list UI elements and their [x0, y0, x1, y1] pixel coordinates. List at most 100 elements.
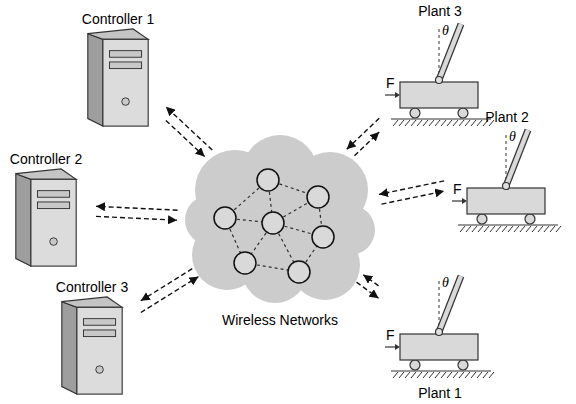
dashed-arrow: [347, 118, 379, 149]
drawing-part: [185, 195, 235, 245]
network-node: [312, 226, 334, 248]
ground-hatch: [417, 120, 422, 126]
dashed-arrow: [357, 282, 379, 298]
cloud-illustration: [185, 135, 375, 305]
node-heading: Plant 1: [418, 384, 462, 402]
ground-hatch: [465, 120, 470, 126]
cart-pole-plant: Plant 1 Fθ: [385, 272, 495, 402]
cart-wheel: [410, 108, 420, 118]
pivot: [436, 77, 443, 84]
ground-hatch: [489, 372, 494, 378]
ground-hatch: [435, 372, 440, 378]
ground-hatch: [538, 226, 543, 232]
ground-hatch: [453, 120, 458, 126]
dashed-arrow: [166, 107, 212, 150]
dashed-arrow: [363, 275, 378, 286]
ground-hatch: [471, 372, 476, 378]
cart-body: [400, 334, 478, 360]
ground-hatch: [453, 372, 458, 378]
ground-hatch: [471, 120, 476, 126]
node-heading: Wireless Networks: [222, 311, 338, 329]
network-node: [288, 261, 310, 283]
angle-label: θ: [442, 22, 449, 40]
pivot: [436, 329, 443, 336]
ground-hatch: [393, 372, 398, 378]
controller-computer: Controller 3: [50, 278, 134, 396]
dashed-arrow: [354, 132, 379, 156]
case-top: [62, 297, 122, 307]
ground-hatch: [490, 226, 495, 232]
power-button: [50, 238, 58, 246]
controller-computer: Controller 2: [4, 150, 88, 268]
dashed-arrow: [96, 206, 178, 210]
force-label: F: [386, 326, 395, 344]
power-button: [96, 366, 104, 374]
ground-hatch: [405, 120, 410, 126]
controller-computer: Controller 1: [76, 10, 160, 128]
ground-line: [458, 224, 558, 225]
ground-hatch: [526, 226, 531, 232]
ground-hatch: [447, 372, 452, 378]
ground-hatch: [466, 226, 471, 232]
node-heading: Plant 3: [418, 2, 462, 20]
cart-pole-illustration: [452, 126, 562, 238]
network-node: [257, 169, 279, 191]
ground-hatch: [405, 372, 410, 378]
case-side: [62, 302, 77, 394]
ground-line: [391, 370, 491, 371]
ground-hatch: [435, 120, 440, 126]
ground-hatch: [544, 226, 549, 232]
ground-hatch: [411, 120, 416, 126]
network-node: [214, 207, 236, 229]
power-button: [122, 98, 130, 106]
cart-pole-plant: Plant 3 Fθ: [385, 2, 495, 132]
force-label: F: [386, 74, 395, 92]
ground-hatch: [417, 372, 422, 378]
angle-label: θ: [509, 128, 516, 146]
network-node: [307, 186, 329, 208]
drive-bay: [38, 191, 70, 198]
ground-hatch: [399, 372, 404, 378]
case-side: [88, 34, 103, 126]
ground-hatch: [514, 226, 519, 232]
case-front: [31, 179, 76, 266]
cart-wheel: [410, 360, 420, 370]
ground-hatch: [496, 226, 501, 232]
dashed-arrow: [379, 181, 444, 194]
ground-hatch: [411, 372, 416, 378]
cart-wheel: [458, 360, 468, 370]
ground-hatch: [460, 226, 465, 232]
ground-hatch: [429, 372, 434, 378]
dashed-arrow: [96, 216, 177, 220]
ground-hatch: [532, 226, 537, 232]
node-heading: Controller 2: [10, 150, 82, 168]
case-side: [16, 174, 31, 266]
cart-pole-illustration: [385, 272, 495, 384]
ground-hatch: [508, 226, 513, 232]
dashed-arrow: [381, 191, 444, 204]
pivot: [503, 183, 510, 190]
ground-hatch: [465, 372, 470, 378]
ground-hatch: [483, 372, 488, 378]
network-cloud: Wireless Networks: [185, 135, 375, 305]
cart-wheel: [525, 214, 535, 224]
dashed-arrow: [166, 120, 205, 156]
cart-body: [467, 188, 545, 214]
ground-hatch: [459, 120, 464, 126]
network-node: [262, 212, 284, 234]
cart-body: [400, 82, 478, 108]
ground-hatch: [478, 226, 483, 232]
node-heading: Plant 2: [485, 108, 529, 126]
computer-illustration: [11, 168, 81, 268]
angle-label: θ: [442, 274, 449, 292]
ground-hatch: [477, 120, 482, 126]
ground-line: [391, 118, 491, 119]
cart-pole-illustration: [385, 20, 495, 132]
cloud-shape: [185, 135, 375, 303]
drive-bay: [110, 62, 142, 69]
case-top: [16, 169, 76, 179]
drive-bay: [84, 330, 116, 337]
drive-bay: [84, 319, 116, 326]
force-arrow-head: [395, 92, 400, 98]
